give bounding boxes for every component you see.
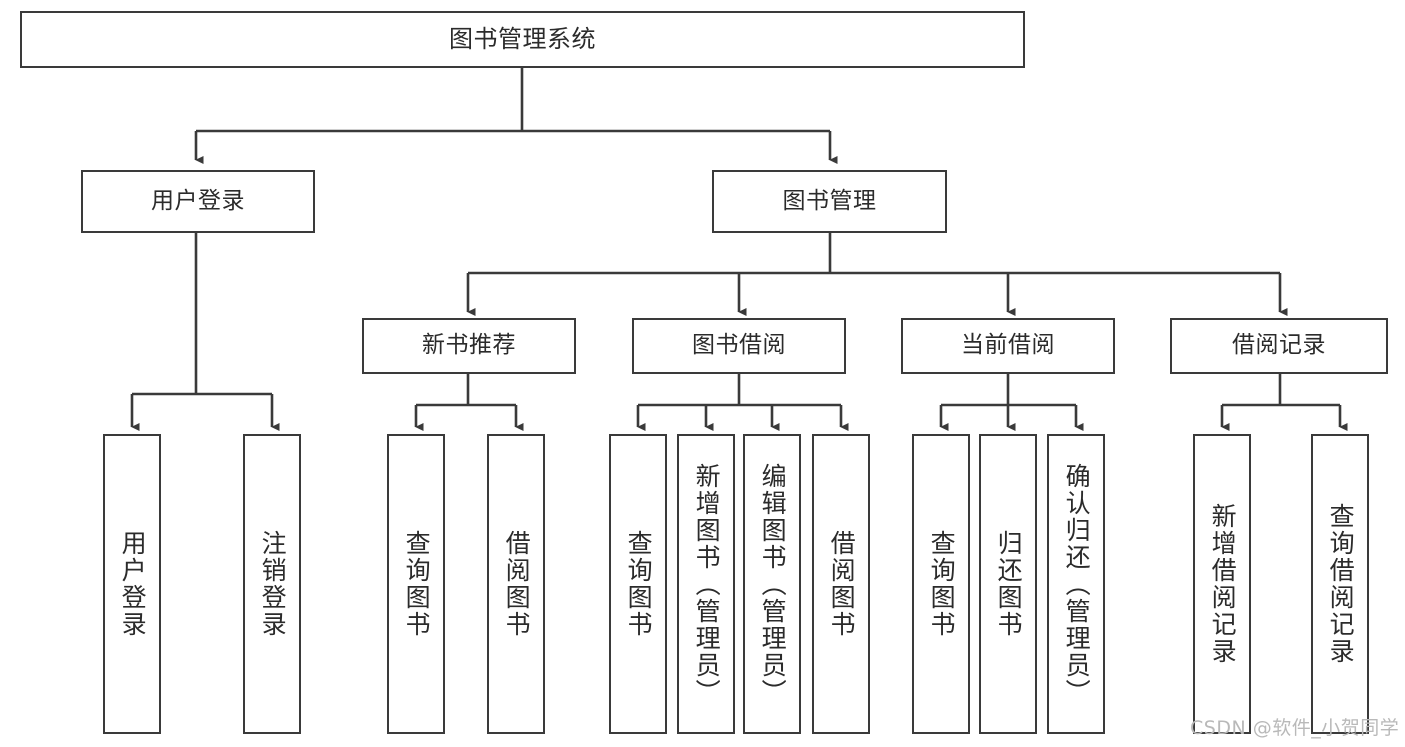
leaf-logout-label: 注销登录 — [258, 530, 288, 638]
leaf-query-book-3-label: 查询图书 — [927, 530, 957, 638]
node-book-borrow[interactable]: 图书借阅 — [632, 318, 846, 374]
node-root[interactable]: 图书管理系统 — [20, 11, 1025, 68]
leaf-query-record[interactable]: 查询借阅记录 — [1311, 434, 1369, 734]
leaf-query-book-1-label: 查询图书 — [402, 530, 432, 638]
leaf-confirm-return[interactable]: 确认归还（管理员） — [1047, 434, 1105, 734]
node-book-management-label: 图书管理 — [782, 187, 877, 214]
leaf-query-book-1[interactable]: 查询图书 — [387, 434, 445, 734]
leaf-user-login[interactable]: 用户登录 — [103, 434, 161, 734]
node-new-book-recommend[interactable]: 新书推荐 — [362, 318, 576, 374]
node-new-book-recommend-label: 新书推荐 — [422, 332, 516, 359]
node-current-borrow-label: 当前借阅 — [961, 332, 1055, 359]
node-book-management[interactable]: 图书管理 — [712, 170, 947, 233]
leaf-confirm-return-label: 确认归还（管理员） — [1062, 462, 1092, 706]
leaf-add-record-label: 新增借阅记录 — [1208, 503, 1238, 665]
leaf-edit-book-label: 编辑图书（管理员） — [758, 462, 788, 706]
leaf-add-record[interactable]: 新增借阅记录 — [1193, 434, 1251, 734]
node-borrow-record[interactable]: 借阅记录 — [1170, 318, 1388, 374]
node-user-login-label: 用户登录 — [151, 187, 245, 214]
leaf-add-book-label: 新增图书（管理员） — [692, 462, 722, 706]
node-book-borrow-label: 图书借阅 — [692, 332, 786, 359]
leaf-add-book[interactable]: 新增图书（管理员） — [677, 434, 735, 734]
node-user-login[interactable]: 用户登录 — [81, 170, 315, 233]
leaf-return-book-label: 归还图书 — [994, 530, 1024, 638]
leaf-user-login-label: 用户登录 — [118, 530, 148, 638]
node-current-borrow[interactable]: 当前借阅 — [901, 318, 1115, 374]
leaf-query-book-2[interactable]: 查询图书 — [609, 434, 667, 734]
leaf-query-record-label: 查询借阅记录 — [1326, 503, 1356, 665]
leaf-borrow-book-2-label: 借阅图书 — [827, 530, 857, 638]
leaf-return-book[interactable]: 归还图书 — [979, 434, 1037, 734]
leaf-logout[interactable]: 注销登录 — [243, 434, 301, 734]
leaf-borrow-book-2[interactable]: 借阅图书 — [812, 434, 870, 734]
node-root-label: 图书管理系统 — [449, 25, 596, 54]
leaf-query-book-3[interactable]: 查询图书 — [912, 434, 970, 734]
leaf-edit-book[interactable]: 编辑图书（管理员） — [743, 434, 801, 734]
leaf-borrow-book-1[interactable]: 借阅图书 — [487, 434, 545, 734]
leaf-borrow-book-1-label: 借阅图书 — [502, 530, 532, 638]
csdn-watermark: CSDN @软件_小贺同学 — [1190, 717, 1400, 739]
leaf-query-book-2-label: 查询图书 — [624, 530, 654, 638]
node-borrow-record-label: 借阅记录 — [1232, 332, 1326, 359]
